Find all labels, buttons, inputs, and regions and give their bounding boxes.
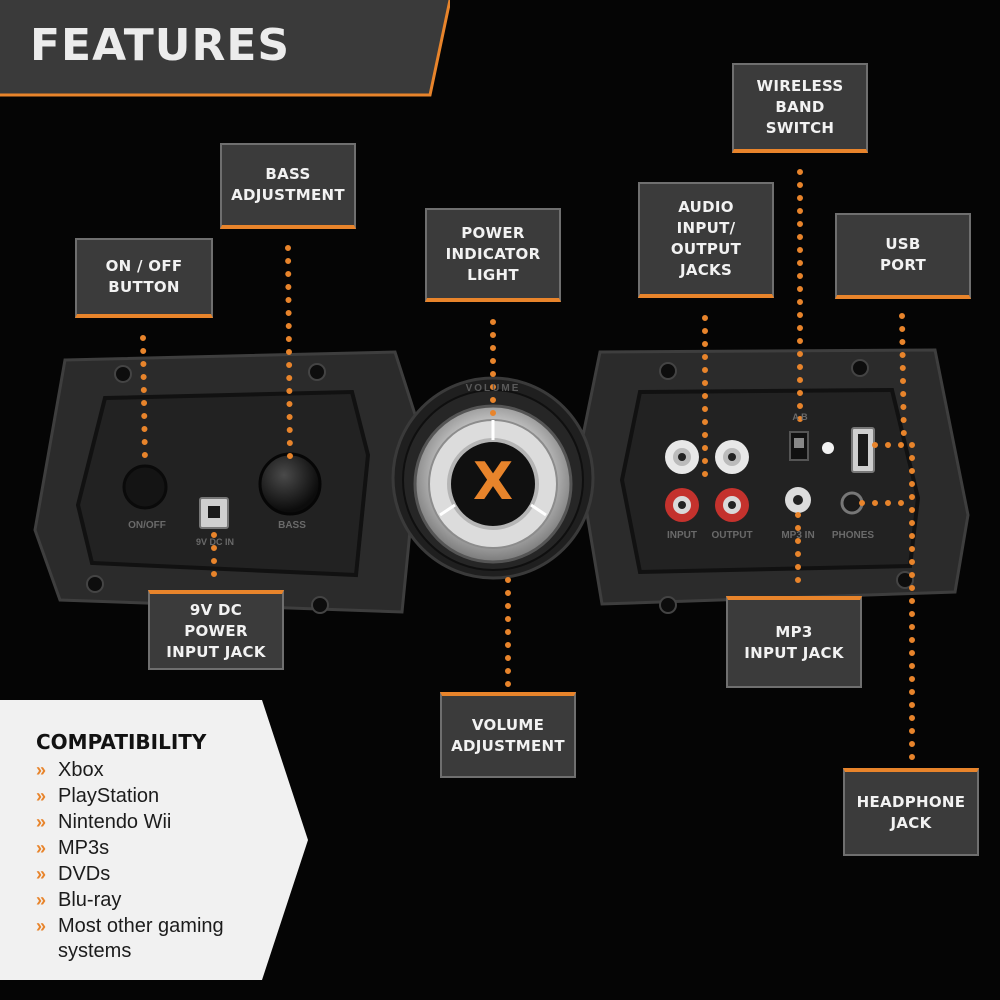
callout-label: POWER INDICATOR LIGHT xyxy=(445,223,541,284)
on-off-label: ON/OFF xyxy=(128,520,166,531)
list-item: MP3s xyxy=(36,836,286,861)
chevron-right-icon xyxy=(36,914,58,939)
callout-label: AUDIO INPUT/ OUTPUT JACKS xyxy=(670,198,742,279)
chevron-right-icon xyxy=(36,862,58,887)
callout-bass-adjustment: BASS ADJUSTMENT xyxy=(220,143,356,229)
chevron-right-icon xyxy=(36,888,58,913)
callout-dc-power-input-jack: 9V DC POWER INPUT JACK xyxy=(148,590,284,670)
callout-label: MP3 INPUT JACK xyxy=(744,623,844,662)
list-item: PlayStation xyxy=(36,784,286,809)
input-label: INPUT xyxy=(667,530,697,541)
bass-knob-shape xyxy=(258,452,322,516)
callout-label: HEADPHONE JACK xyxy=(856,793,966,832)
callout-volume-adjustment: VOLUME ADJUSTMENT xyxy=(440,692,576,778)
band-label: A B xyxy=(792,412,808,422)
callout-audio-io-jacks: AUDIO INPUT/ OUTPUT JACKS xyxy=(638,182,774,298)
list-item: Most other gaming systems xyxy=(36,914,286,964)
compatibility-heading: COMPATIBILITY xyxy=(36,730,207,754)
callout-label: ON / OFF BUTTON xyxy=(105,257,183,296)
callout-on-off-button: ON / OFF BUTTON xyxy=(75,238,213,318)
power-button-shape xyxy=(122,464,168,510)
callout-mp3-input-jack: MP3 INPUT JACK xyxy=(726,596,862,688)
list-item: Nintendo Wii xyxy=(36,810,286,835)
chevron-right-icon xyxy=(36,784,58,809)
list-item-label: Blu-ray xyxy=(58,889,122,911)
list-item-label: DVDs xyxy=(58,863,111,885)
header-banner xyxy=(0,0,450,97)
chevron-right-icon xyxy=(36,758,58,783)
list-item-label: Nintendo Wii xyxy=(58,811,172,833)
chevron-right-icon xyxy=(36,810,58,835)
phones-label: PHONES xyxy=(831,530,875,541)
callout-usb-port: USB PORT xyxy=(835,213,971,299)
callout-headphone-jack: HEADPHONE JACK xyxy=(843,768,979,856)
left-housing xyxy=(33,350,422,614)
list-item-label: MP3s xyxy=(58,837,110,859)
callout-wireless-band-switch: WIRELESS BAND SWITCH xyxy=(732,63,868,153)
rca-jacks-shape xyxy=(665,440,749,522)
list-item: Blu-ray xyxy=(36,888,286,913)
chevron-right-icon xyxy=(36,836,58,861)
mp3-label: MP3 IN xyxy=(781,530,815,541)
output-label: OUTPUT xyxy=(711,530,753,541)
list-item-label: Xbox xyxy=(58,759,104,781)
callout-label: USB PORT xyxy=(879,235,927,274)
page-title: FEATURES xyxy=(30,20,291,71)
dc-jack-shape xyxy=(199,497,229,529)
list-item-label: PlayStation xyxy=(58,785,160,807)
right-housing xyxy=(576,348,970,614)
list-item: DVDs xyxy=(36,862,286,887)
dc-label: 9V DC IN xyxy=(195,537,234,547)
dial-logo: X xyxy=(472,452,514,512)
bass-label: BASS xyxy=(278,520,306,531)
callout-power-indicator-light: POWER INDICATOR LIGHT xyxy=(425,208,561,302)
callout-label: 9V DC POWER INPUT JACK xyxy=(166,600,266,661)
callout-label: VOLUME ADJUSTMENT xyxy=(451,716,565,755)
dial-ring-label: VOLUME xyxy=(465,383,521,394)
list-item-label: Most other gaming systems xyxy=(58,915,224,962)
callout-label: WIRELESS BAND SWITCH xyxy=(756,76,844,137)
list-item: Xbox xyxy=(36,758,286,783)
compatibility-panel xyxy=(0,700,308,980)
callout-label: BASS ADJUSTMENT xyxy=(231,165,345,204)
compatibility-list: Xbox PlayStation Nintendo Wii MP3s DVDs … xyxy=(36,758,286,965)
